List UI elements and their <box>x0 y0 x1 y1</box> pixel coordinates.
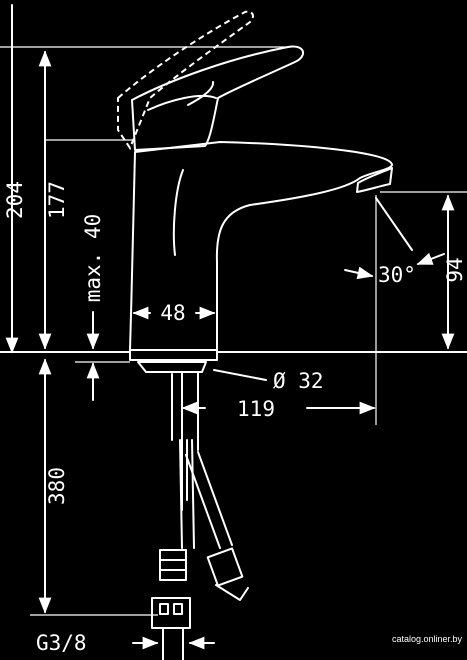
dim-base-diameter: Ø 32 <box>273 369 324 393</box>
lever-handle <box>131 45 304 151</box>
base-mount <box>137 361 207 373</box>
faucet-body <box>117 10 393 660</box>
dim-spout-reach: 119 <box>237 397 275 421</box>
lever-open-position <box>117 10 254 151</box>
dimension-lines <box>0 4 467 650</box>
dim-max-deck: max. 40 <box>81 214 105 303</box>
fitting-left <box>159 549 187 581</box>
hose-right <box>185 451 233 549</box>
fitting-right <box>206 547 244 587</box>
dim-outlet-height: 94 <box>443 257 467 282</box>
hose-left <box>179 439 195 549</box>
watermark: catalog.onliner.by <box>392 634 463 644</box>
dim-thread: G3/8 <box>36 631 87 655</box>
dim-overall-height: 204 <box>3 181 27 219</box>
dim-body-width: 48 <box>160 301 185 325</box>
dim-hose-length: 380 <box>45 467 69 505</box>
dim-spout-height: 177 <box>45 181 69 219</box>
dim-spray-angle: 30° <box>378 263 416 287</box>
